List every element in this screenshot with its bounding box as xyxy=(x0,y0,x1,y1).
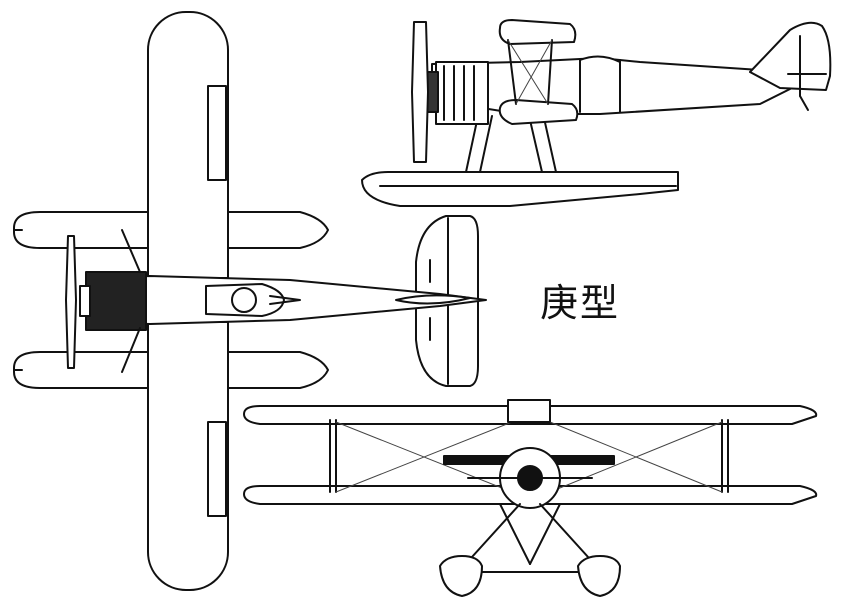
propeller-side xyxy=(411,21,429,163)
aileron-lower xyxy=(207,421,227,517)
float-front-right xyxy=(577,555,621,597)
upper-wing-side xyxy=(498,19,577,45)
type-caption: 庚型 xyxy=(540,281,621,325)
engine-top xyxy=(85,271,147,331)
aileron-upper xyxy=(207,85,227,181)
side-view xyxy=(361,19,832,207)
propeller-top xyxy=(65,235,77,369)
float-side xyxy=(361,171,679,207)
lower-wing-side xyxy=(498,99,579,125)
front-view xyxy=(243,399,818,597)
float-front-left xyxy=(439,555,483,597)
top-view xyxy=(13,11,487,591)
